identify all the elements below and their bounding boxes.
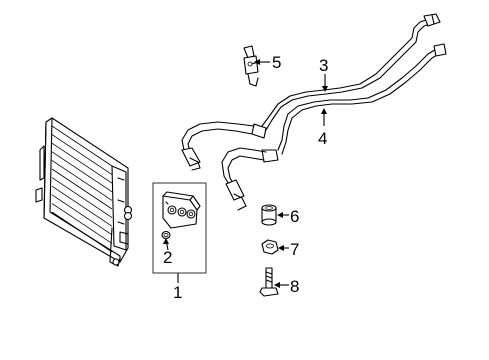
callout-6: 6	[277, 207, 299, 226]
svg-text:3: 3	[319, 56, 328, 75]
oil-cooler-radiator	[35, 117, 133, 267]
radiator-fin	[51, 194, 113, 236]
oil-cooler-assembly-box	[152, 182, 207, 274]
svg-text:7: 7	[290, 240, 299, 259]
radiator-fin	[51, 142, 113, 184]
radiator-fin	[51, 134, 113, 175]
radiator-fin	[51, 151, 113, 193]
callout-4: 4	[318, 108, 327, 148]
svg-text:6: 6	[290, 207, 299, 226]
callout-2: 2	[163, 238, 172, 267]
svg-text:2: 2	[163, 248, 172, 267]
nut-7	[261, 239, 279, 255]
bushing-6	[261, 204, 277, 226]
svg-text:4: 4	[318, 129, 327, 148]
callout-8: 8	[274, 277, 299, 296]
radiator-fin	[51, 203, 113, 244]
callout-5: 5	[254, 53, 281, 72]
svg-text:5: 5	[272, 53, 281, 72]
radiator-fin	[51, 168, 113, 210]
clip-5	[243, 45, 259, 87]
callout-1: 1	[173, 273, 182, 302]
svg-text:8: 8	[290, 277, 299, 296]
hose-4	[221, 43, 447, 211]
bolt-8	[259, 267, 279, 297]
radiator-fin	[51, 211, 113, 253]
callout-7: 7	[278, 240, 299, 259]
radiator-fin	[51, 177, 113, 218]
svg-text:1: 1	[173, 283, 182, 302]
radiator-fin	[51, 125, 113, 167]
radiator-fin	[51, 185, 113, 227]
hose-3	[181, 13, 441, 171]
radiator-fin	[51, 160, 113, 201]
callout-3: 3	[319, 56, 328, 92]
